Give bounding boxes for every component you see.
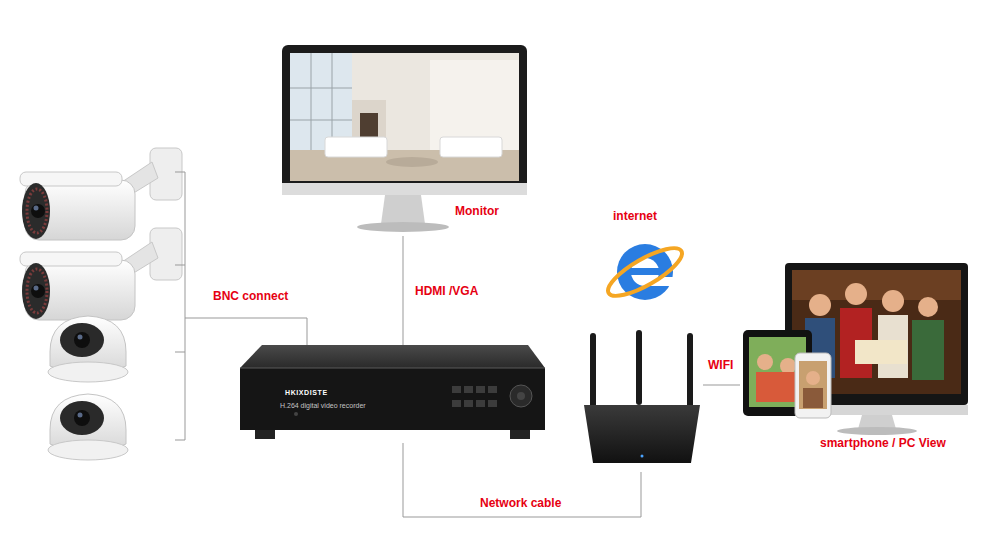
router-body: [584, 405, 700, 463]
dome-camera: [48, 394, 128, 460]
ir-leds: [27, 189, 47, 233]
logo-disc: [617, 244, 673, 300]
dome-window: [60, 401, 104, 435]
dome-base: [48, 440, 128, 460]
logo-bar: [631, 268, 659, 275]
phone-screen: [799, 361, 827, 409]
monitor-neck: [381, 195, 425, 224]
pc-screen: [792, 270, 961, 394]
photo-face: [806, 371, 820, 385]
dvr-dial-center: [517, 392, 525, 400]
coffee-table: [386, 157, 438, 167]
dvr-top: [240, 345, 545, 368]
photo-face: [918, 297, 938, 317]
internet-logo: [602, 240, 688, 305]
lens-glint: [78, 413, 83, 418]
monitor-base: [357, 222, 449, 232]
photo-person: [803, 388, 823, 408]
dvr-led: [294, 412, 298, 416]
device-label: internet: [613, 209, 657, 223]
photo-face: [882, 290, 904, 312]
camera-lens: [31, 204, 45, 218]
lens-glint: [34, 206, 39, 211]
camera-front: [22, 263, 50, 319]
sofa: [440, 137, 502, 157]
phone-body: [795, 353, 831, 418]
router-led: [641, 455, 644, 458]
dome-camera: [48, 316, 128, 382]
photo-face: [757, 354, 773, 370]
viewing-devices-illustration: [743, 263, 968, 435]
model-text: H.264 digital video recorder: [280, 402, 366, 410]
device-label: Monitor: [455, 204, 499, 218]
dvr-foot: [255, 430, 275, 439]
fireplace: [352, 100, 386, 140]
pc-bezel: [785, 263, 968, 405]
router-illustration: [584, 330, 700, 463]
router-device: internet: [578, 206, 703, 472]
lens-glint: [34, 286, 39, 291]
dvr-illustration: [240, 345, 545, 439]
dvr-dial: [510, 385, 532, 407]
photo-book: [855, 340, 907, 364]
bullet-camera: [20, 148, 182, 240]
monitor-screen: [290, 53, 519, 181]
device-label: smartphone / PC View: [820, 436, 946, 450]
dvr-foot: [510, 430, 530, 439]
fireplace-opening: [360, 113, 378, 137]
photo-person: [912, 320, 944, 380]
monitor-chin: [282, 183, 527, 195]
photo-face: [845, 283, 867, 305]
network-cable: [403, 443, 641, 517]
connection-label: WIFI: [706, 358, 735, 372]
bracket-line: [185, 172, 186, 440]
bnc-wire: [185, 318, 307, 345]
brand-text: HKIXDISTE: [285, 389, 328, 397]
router-antenna: [687, 333, 693, 413]
photo-face: [780, 358, 796, 374]
dvr-buttons: [452, 386, 497, 407]
pc-neck: [858, 415, 896, 429]
camera-front: [22, 183, 50, 239]
router-antenna: [636, 330, 642, 405]
dome-window: [60, 323, 104, 357]
bracket-tick: [175, 172, 185, 173]
dvr-edge: [240, 368, 545, 369]
logo-orbit: [602, 240, 688, 305]
dome-lens: [74, 410, 90, 426]
bullet-camera: [20, 228, 182, 320]
bracket-tick: [175, 352, 185, 353]
lens-glint: [78, 335, 83, 340]
dvr-recorder: HKIXDISTE H.264 digital video recorder: [240, 345, 545, 443]
dome-base: [48, 362, 128, 382]
photo-face: [809, 294, 831, 316]
connection-label: BNC connect: [211, 289, 290, 303]
hdmi-cable: [403, 236, 404, 345]
viewing-devices: smartphone / PC View: [740, 260, 972, 456]
router-antenna: [590, 333, 596, 413]
bracket-tick: [175, 440, 185, 441]
connection-label: Network cable: [478, 496, 563, 510]
dvr-front: [240, 368, 545, 430]
ir-leds: [27, 269, 47, 313]
photo-person: [756, 372, 800, 402]
monitor-bezel: [282, 45, 527, 195]
monitor-device: Monitor: [278, 40, 532, 236]
bracket-tick: [175, 265, 185, 266]
wifi-link: [703, 385, 740, 386]
dome-lens: [74, 332, 90, 348]
monitor-illustration: [282, 45, 527, 232]
pc-base: [837, 427, 917, 435]
sofa: [325, 137, 387, 157]
connection-label: HDMI /VGA: [413, 284, 480, 298]
camera-lens: [31, 284, 45, 298]
